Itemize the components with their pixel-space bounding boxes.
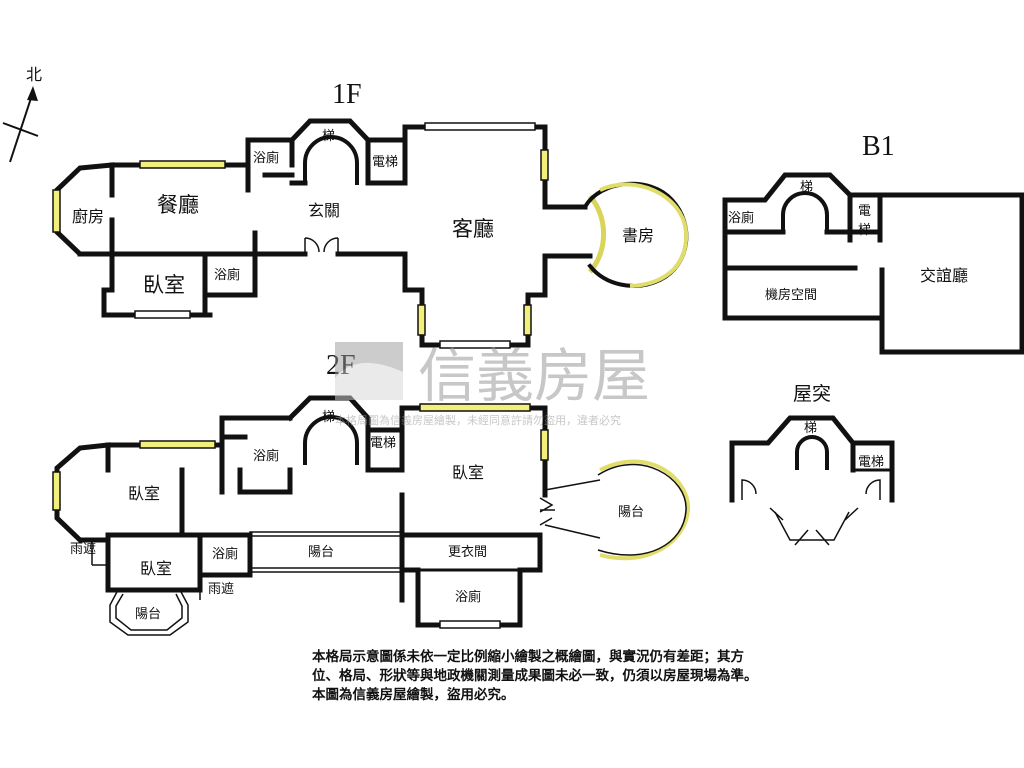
room-elevator-1f: 電梯 [372, 155, 398, 170]
plan-b1: 浴廁 梯 電 梯 機房空間 交誼廳 [722, 172, 1024, 355]
room-bath-lower-2f: 浴廁 [455, 589, 481, 605]
disclaimer-line-2: 位、格局、形狀等與地政機關測量成果圖未必一致，仍須以房屋現場為準。 [312, 668, 758, 684]
plan-roof: 梯 電梯 [729, 415, 895, 546]
room-bath-b1: 浴廁 [728, 210, 754, 226]
disclaimer-line-1: 本格局示意圖係未依一定比例縮小繪製之概繪圖，與實況仍有差距；其方 [312, 649, 744, 665]
room-elevator-roof: 電梯 [858, 455, 884, 470]
room-mechanical-b1: 機房空間 [765, 287, 817, 303]
room-stair-b1: 梯 [800, 180, 813, 195]
floor-title-1f: 1F [332, 79, 362, 110]
room-elevator-2f: 電梯 [370, 436, 396, 451]
brand-logo-icon [335, 342, 403, 400]
room-bedroom-1f: 臥室 [143, 273, 185, 297]
room-study-1f: 書房 [622, 226, 654, 245]
room-bath-upper-2f: 浴廁 [253, 448, 279, 464]
room-foyer-1f: 玄關 [308, 201, 340, 220]
floor-title-roof: 屋突 [793, 383, 831, 405]
room-canopy-left-2f: 雨遮 [70, 541, 96, 557]
room-kitchen-1f: 廚房 [72, 207, 104, 226]
watermark: 信義房屋 本格局圖為信義房屋繪製，未經同意許請勿盜用，違者必究 [335, 342, 650, 427]
watermark-brand: 信義房屋 [418, 342, 650, 410]
floor-title-b1: B1 [862, 131, 895, 162]
room-closet-2f: 更衣間 [448, 544, 487, 560]
room-balcony-round-2f: 陽台 [618, 505, 644, 520]
room-balcony-center-2f: 陽台 [308, 545, 334, 560]
room-canopy-mid-2f: 雨遮 [208, 581, 234, 597]
room-stair-1f: 梯 [322, 129, 335, 144]
north-arrow-icon [27, 86, 38, 101]
room-elevator-b1-line1: 電 [858, 204, 871, 219]
room-elevator-b1-line2: 梯 [858, 223, 871, 238]
north-compass: 北 [2, 65, 42, 163]
north-label: 北 [26, 65, 42, 84]
room-dining-1f: 餐廳 [157, 193, 199, 217]
room-living-1f: 客廳 [452, 217, 494, 241]
plan-2f: 臥室 浴廁 梯 電梯 臥室 陽台 雨遮 臥室 浴廁 雨遮 陽台 陽台 更衣間 浴… [52, 395, 691, 636]
plan-1f: 廚房 餐廳 浴廁 梯 電梯 玄關 客廳 書房 臥室 浴廁 [52, 118, 689, 349]
disclaimer-text: 本格局示意圖係未依一定比例縮小繪製之概繪圖，與實況仍有差距；其方 位、格局、形狀… [312, 648, 872, 705]
room-bedroom-left-lower-2f: 臥室 [140, 559, 172, 578]
room-lounge-b1: 交誼廳 [920, 266, 968, 285]
room-bath-upper-1f: 浴廁 [253, 150, 279, 166]
room-bath-mid-2f: 浴廁 [212, 546, 238, 562]
room-bath-lower-1f: 浴廁 [214, 267, 240, 283]
room-balcony-bay-2f: 陽台 [135, 607, 161, 622]
room-stair-2f: 梯 [322, 410, 335, 425]
room-bedroom-master-2f: 臥室 [452, 463, 484, 482]
watermark-notice: 本格局圖為信義房屋繪製，未經同意許請勿盜用，違者必究 [335, 413, 621, 427]
room-bedroom-left-upper-2f: 臥室 [128, 484, 160, 503]
room-stair-roof: 梯 [804, 421, 817, 436]
disclaimer-line-3: 本圖為信義房屋繪製，盜用必究。 [312, 687, 515, 703]
